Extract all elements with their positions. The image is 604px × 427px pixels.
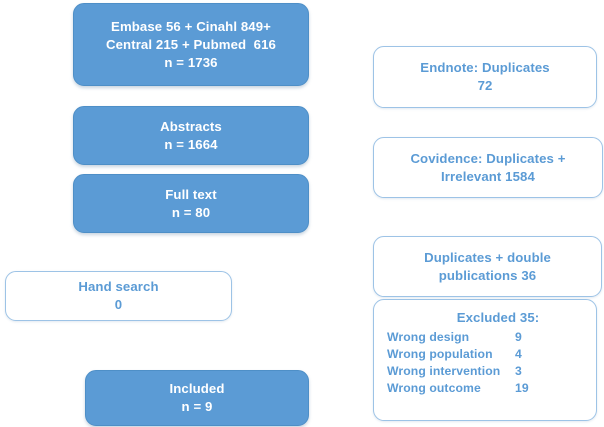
handsearch-label: Hand search bbox=[78, 279, 159, 294]
flow-box-hand-search: Hand search 0 bbox=[5, 271, 232, 321]
excluded-reason-label: Wrong design bbox=[387, 330, 470, 344]
abstracts-label: Abstracts bbox=[160, 118, 222, 134]
flow-box-full-text: Full text n = 80 bbox=[73, 174, 309, 233]
excluded-reason-row: Wrong outcome 19 bbox=[387, 380, 583, 397]
excluded-reason-label: Wrong intervention bbox=[387, 364, 501, 378]
fulltext-label: Full text bbox=[165, 186, 217, 202]
abstracts-count: n = 1664 bbox=[164, 136, 218, 152]
fulltext-count: n = 80 bbox=[171, 204, 211, 220]
endnote-count: 72 bbox=[477, 78, 493, 93]
flow-box-sources: Embase 56 + Cinahl 849+ Central 215 + Pu… bbox=[73, 3, 309, 86]
excluded-reason-count: 3 bbox=[515, 364, 522, 378]
exclusion-box-duplicates: Duplicates + double publications 36 bbox=[373, 236, 602, 297]
exclusion-box-covidence: Covidence: Duplicates + Irrelevant 1584 bbox=[373, 137, 603, 198]
included-label: Included bbox=[169, 381, 225, 396]
exclusion-box-endnote: Endnote: Duplicates 72 bbox=[373, 46, 597, 108]
duplicates-line-1: Duplicates + double bbox=[424, 249, 551, 265]
handsearch-count: 0 bbox=[114, 297, 123, 312]
excluded-reason-row: Wrong intervention 3 bbox=[387, 363, 583, 380]
covidence-line-1: Covidence: Duplicates + bbox=[410, 150, 566, 166]
sources-line-2: Central 215 + Pubmed 616 bbox=[106, 36, 276, 52]
excluded-reason-count: 9 bbox=[515, 330, 522, 344]
flow-box-abstracts: Abstracts n = 1664 bbox=[73, 106, 309, 165]
excluded-reason-row: Wrong population 4 bbox=[387, 346, 583, 363]
included-count: n = 9 bbox=[181, 399, 213, 414]
excluded-title: Excluded 35: bbox=[456, 310, 540, 325]
duplicates-line-2: publications 36 bbox=[438, 267, 537, 283]
sources-total: n = 1736 bbox=[164, 54, 218, 70]
excluded-reason-label: Wrong outcome bbox=[387, 381, 481, 395]
flow-box-included: Included n = 9 bbox=[85, 370, 309, 426]
excluded-reason-count: 19 bbox=[515, 381, 529, 395]
excluded-reason-row: Wrong design 9 bbox=[387, 329, 583, 346]
sources-line-1: Embase 56 + Cinahl 849+ bbox=[111, 18, 271, 34]
excluded-reason-label: Wrong population bbox=[387, 347, 493, 361]
covidence-line-2: Irrelevant 1584 bbox=[441, 168, 535, 184]
excluded-reason-count: 4 bbox=[515, 347, 522, 361]
endnote-label: Endnote: Duplicates bbox=[420, 60, 550, 75]
